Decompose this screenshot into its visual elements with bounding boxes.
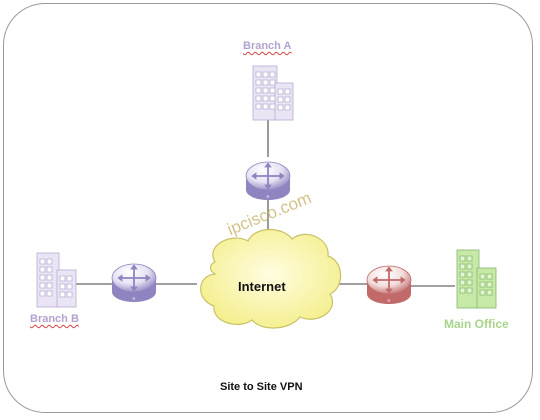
internet-label: Internet — [238, 279, 286, 294]
branch-b-label-text: Branch B — [30, 313, 79, 325]
router-icon-branch-b: R — [111, 263, 157, 302]
router-icon-branch-a: R — [245, 161, 291, 200]
building-icon-branch-a — [252, 65, 294, 121]
router-letter: R — [133, 296, 136, 301]
branch-b-label: Branch B — [30, 313, 79, 325]
main-office-label: Main Office — [444, 317, 509, 331]
branch-a-label-text: Branch A — [243, 40, 292, 52]
router-letter: R — [267, 194, 270, 199]
building-icon-main-office — [456, 249, 497, 309]
router-icon-main-office: R — [366, 265, 412, 304]
building-icon-branch-b — [36, 252, 77, 308]
branch-a-label: Branch A — [243, 40, 292, 52]
diagram-caption: Site to Site VPN — [220, 381, 303, 393]
internet-cloud — [200, 228, 342, 329]
router-letter: R — [388, 298, 391, 303]
